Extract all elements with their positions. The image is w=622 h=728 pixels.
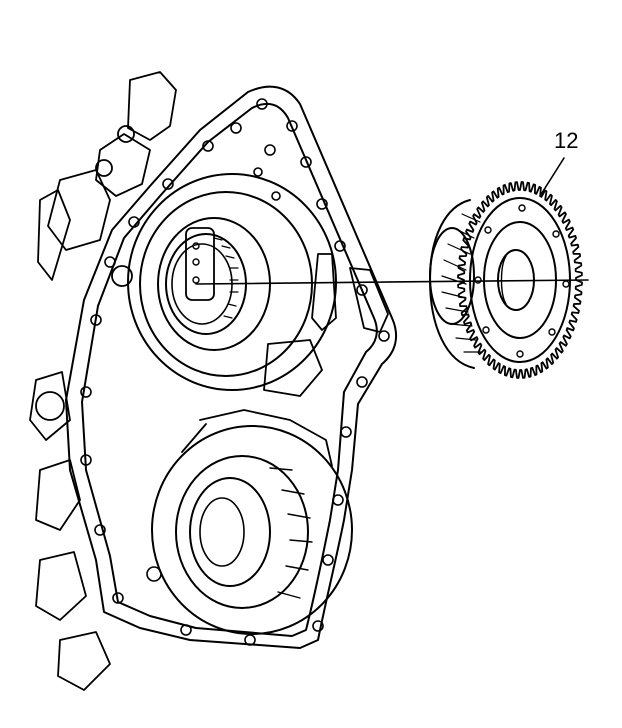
left-housing-detail xyxy=(29,71,177,691)
assembly-center-line xyxy=(195,279,589,285)
left-boss xyxy=(35,391,65,421)
upper-bore xyxy=(127,173,389,397)
bearing-rollers xyxy=(213,237,239,319)
gear-bore-shadow xyxy=(500,255,507,305)
lower-bore-ribs xyxy=(269,467,313,599)
case-flange-inner xyxy=(81,102,378,637)
left-boss-2 xyxy=(111,265,133,287)
case-flange-outline xyxy=(65,85,398,649)
transmission-case xyxy=(29,71,398,691)
flange-bolt-holes xyxy=(80,98,390,646)
callout-label-12: 12 xyxy=(554,128,579,153)
left-boss-3 xyxy=(117,125,135,143)
bore-support-block xyxy=(263,339,323,397)
bore-right-bracket xyxy=(311,253,389,333)
callout-leader-line xyxy=(539,157,565,197)
lower-bore-web xyxy=(181,409,333,467)
lower-bore xyxy=(151,409,353,635)
left-boss-4 xyxy=(95,159,113,177)
gear-side-face xyxy=(429,199,475,369)
shaft-stub xyxy=(185,227,215,301)
gear-toothed-rim xyxy=(457,181,583,379)
gear-bolt-holes xyxy=(474,204,570,358)
